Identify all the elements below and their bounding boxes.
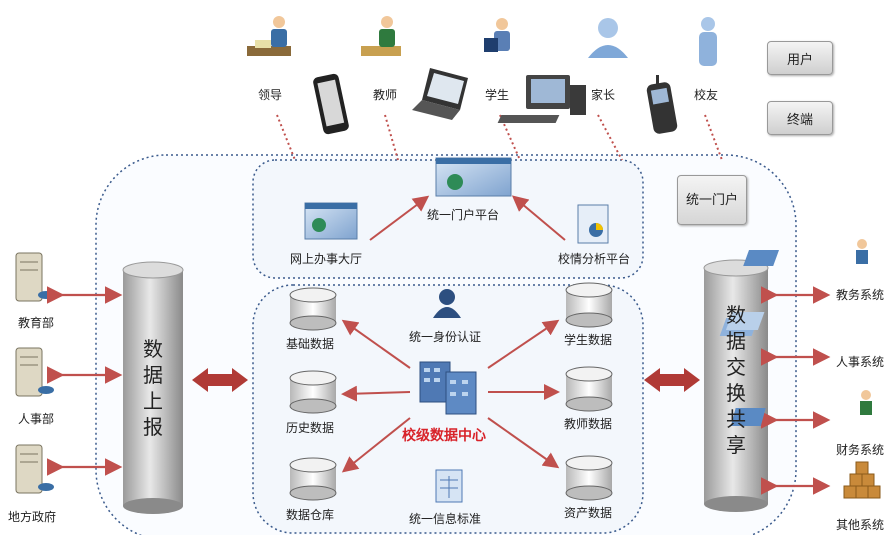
computer-icon <box>497 75 586 123</box>
db-label-teacher: 教师数据 <box>564 417 613 431</box>
fat-arrows <box>192 368 700 392</box>
right-arrows <box>760 286 831 495</box>
analysis-doc-icon <box>577 204 609 244</box>
database-icon <box>565 282 613 328</box>
other-system-boxes-icon <box>843 461 881 499</box>
system-label-finance: 财务系统 <box>836 443 885 457</box>
info-standard-label: 统一信息标准 <box>409 512 482 526</box>
user-label-teacher: 教师 <box>373 88 398 102</box>
user-label-parent: 家长 <box>591 88 616 102</box>
academic-system-icon <box>743 239 868 266</box>
database-icon <box>565 455 613 501</box>
leader-icon <box>247 16 291 56</box>
db-label-basic: 基础数据 <box>286 337 335 351</box>
db-label-history: 历史数据 <box>286 421 335 435</box>
system-label-hr: 人事系统 <box>836 355 885 369</box>
legend-user-badge: 用户 <box>767 41 833 75</box>
db-cylinders <box>289 282 613 501</box>
user-connectors <box>276 114 723 161</box>
data-report-title: 数据上报 <box>143 337 163 439</box>
database-icon <box>289 370 337 414</box>
datacenter-building-icon <box>419 361 477 415</box>
server-icon <box>15 347 54 397</box>
entity-label-hr-ministry: 人事部 <box>18 412 55 426</box>
portal-window-icon <box>435 157 512 197</box>
parent-icon <box>588 18 628 58</box>
data-exchange-cylinder <box>703 259 769 512</box>
legend-terminal-badge: 终端 <box>767 101 833 135</box>
hr-system-icon <box>719 312 765 336</box>
left-arrows <box>46 286 123 476</box>
finance-system-icon <box>730 390 872 426</box>
data-report-cylinder <box>122 261 184 514</box>
datacenter-title: 校级数据中心 <box>402 428 486 444</box>
left-servers <box>15 252 54 494</box>
right-system-icons <box>719 239 881 499</box>
data-exchange-title: 数据交换共享 <box>726 303 746 457</box>
teacher-icon <box>361 16 401 56</box>
system-label-other: 其他系统 <box>836 518 885 532</box>
identity-person-icon <box>433 289 461 318</box>
user-figures <box>247 16 717 135</box>
portal-arrows <box>369 195 566 241</box>
db-label-student: 学生数据 <box>564 333 613 347</box>
portal-boundary <box>252 159 644 279</box>
entity-label-local-gov: 地方政府 <box>8 510 57 524</box>
laptop-icon <box>412 68 468 120</box>
online-hall-label: 网上办事大厅 <box>290 252 363 266</box>
user-label-leader: 领导 <box>258 88 283 102</box>
entity-label-moe: 教育部 <box>18 316 55 330</box>
mobile-phone-icon <box>646 75 678 134</box>
student-icon <box>484 18 510 52</box>
tablet-icon <box>313 73 349 135</box>
center-arrows <box>341 319 560 473</box>
user-label-student: 学生 <box>485 88 510 102</box>
alumni-icon <box>699 17 717 66</box>
standard-doc-icon <box>435 469 463 503</box>
server-icon <box>15 252 54 302</box>
unified-portal-badge: 统一门户 <box>677 175 747 225</box>
database-icon <box>289 457 337 501</box>
db-label-asset: 资产数据 <box>564 506 613 520</box>
analysis-platform-label: 校情分析平台 <box>558 252 631 266</box>
system-label-academic: 教务系统 <box>836 288 885 302</box>
server-icon <box>15 444 54 494</box>
database-icon <box>565 366 613 412</box>
hall-window-icon <box>304 202 358 240</box>
unified-portal-platform-label: 统一门户平台 <box>427 208 500 222</box>
portal-screens <box>304 157 609 244</box>
database-icon <box>289 287 337 331</box>
identity-auth-label: 统一身份认证 <box>409 330 482 344</box>
db-label-warehouse: 数据仓库 <box>286 508 335 522</box>
user-label-alumni: 校友 <box>694 88 719 102</box>
